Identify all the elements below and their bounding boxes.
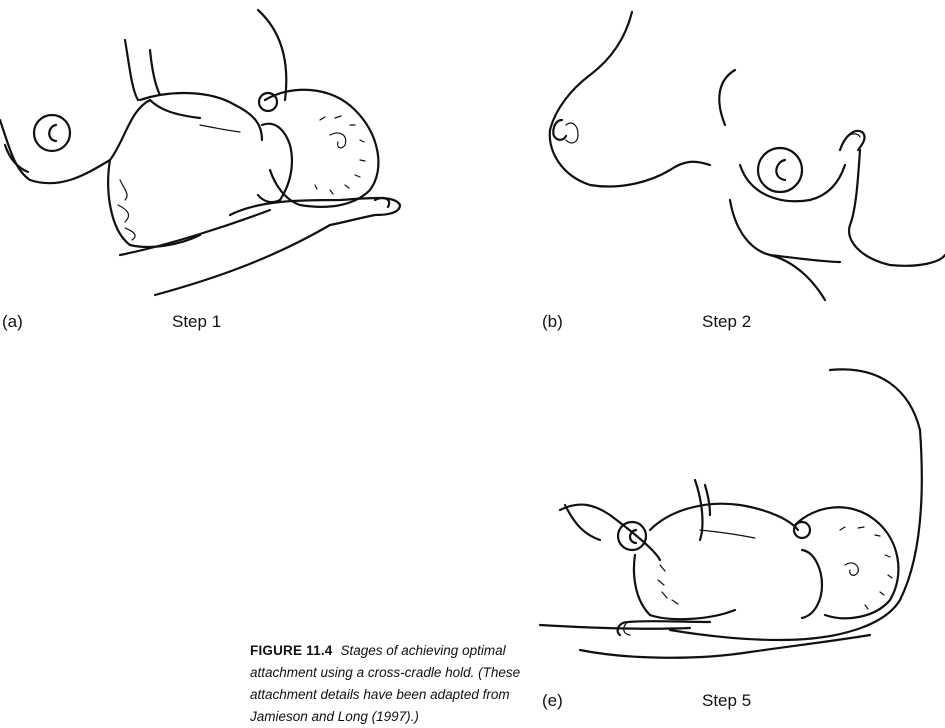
step-2-illustration [540, 0, 945, 300]
step-5-illustration [540, 360, 945, 670]
panel-b: (b) Step 2 [540, 0, 945, 340]
panel-a-step: Step 1 [172, 312, 221, 332]
step-1-illustration [0, 0, 410, 300]
panel-b-letter: (b) [542, 312, 563, 332]
figure-label: FIGURE 11.4 [250, 643, 332, 658]
panel-a: (a) Step 1 [0, 0, 410, 340]
panel-e-step: Step 5 [702, 691, 751, 711]
panel-b-step: Step 2 [702, 312, 751, 332]
panel-e: (e) Step 5 [540, 360, 945, 714]
panel-a-letter: (a) [2, 312, 23, 332]
